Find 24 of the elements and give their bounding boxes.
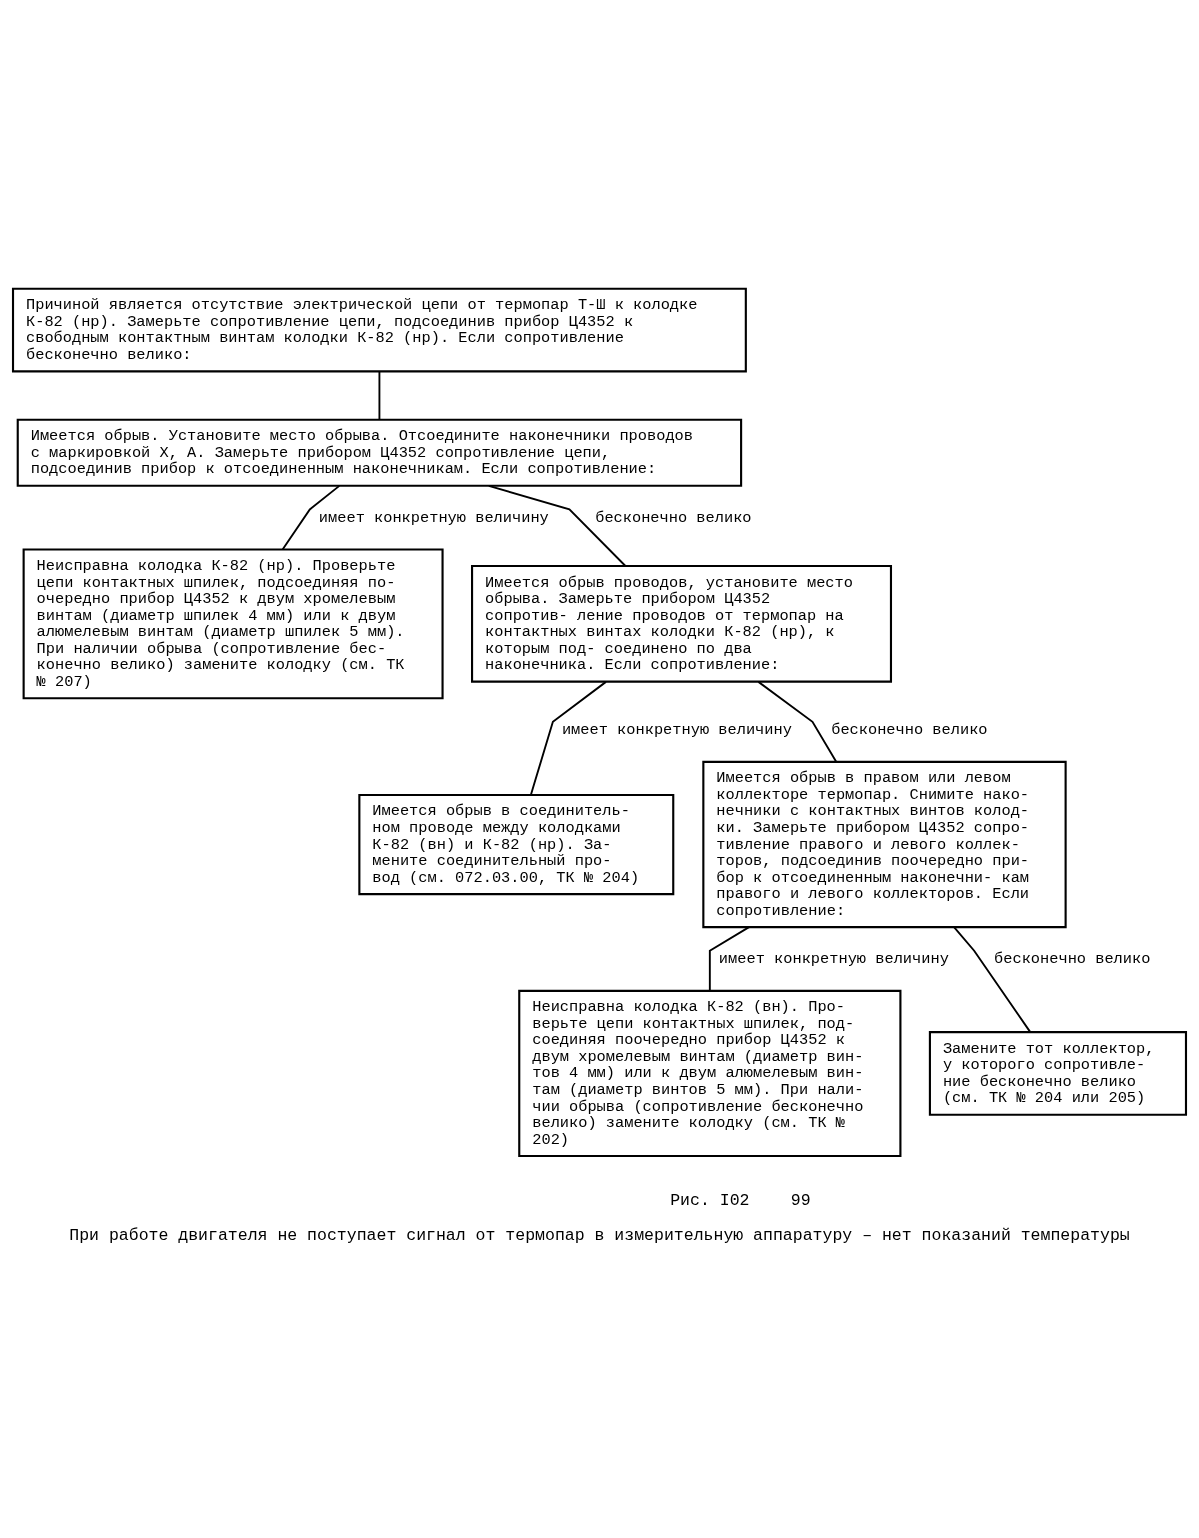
edge-label: бесконечно велико [994, 950, 1151, 968]
edge-label: имеет конкретную величину [561, 721, 792, 740]
node-box: Замените тот коллектор, у которого сопротивле- ние бесконечно велико (см. ТК № 204 или 205) [928, 1031, 1188, 1116]
node-box: Причиной является отсутствие электрической цепи от термопар Т-Ш к колодке К-82 (нр). Замерьте сопротивление цепи, подсоединив прибор Ц4352 к свободным контактным винтам колодки К-82 (нр). Если сопротивление бесконечно велико: [11, 287, 747, 373]
edge-label: бесконечно велико [831, 721, 988, 740]
connector [708, 926, 750, 992]
node-box: Имеется обрыв в правом или левом коллекторе термопар. Снимите нако- нечники с контактных винтов колод- ки. Замерьте прибором Ц4352 сопро- тивление правого и левого коллек- торов, подсоединив поочередно при- бор к отсоединенным наконечни- кам правого и левого коллекторов. Если сопротивление: [702, 760, 1067, 929]
node-box: Имеется обрыв. Установите место обрыва. Отсоедините наконечники проводов с маркировкой Х, А. Замерьте прибором Ц4352 сопротивление цепи, подсоединив прибор к отсоединенным наконечникам. Если сопротивление: [16, 418, 743, 487]
connector [757, 680, 837, 763]
node-box: Имеется обрыв проводов, установите место обрыва. Замерьте прибором Ц4352 сопротив- ление проводов от термопар на контактных винтах колодки К-82 (нр), к которым под- соединено по два наконечника. Если сопротивление: [471, 564, 893, 683]
connector [281, 484, 341, 551]
node-box: Неисправна колодка К-82 (вн). Про- верьте цепи контактных шпилек, под- соединяя поочередно прибор Ц4352 к двум хромелевым винтам (диаметр вин- тов 4 мм) или к двум алюмелевым вин- там (диаметр винтов 5 мм). При нали- чии обрыва (сопротивление бесконечно велико) замените колодку (см. ТК № 202) [518, 989, 902, 1158]
label: Рис. I02 [670, 1191, 750, 1211]
edge-label: имеет конкретную величину [718, 950, 949, 968]
caption: При работе двигателя не поступает сигнал от термопар в измерительную аппаратуру – нет показаний температуры [69, 1226, 1130, 1246]
connector [529, 680, 607, 796]
label: 99 [790, 1191, 811, 1211]
connector [953, 926, 1032, 1034]
connector [487, 484, 627, 567]
edge-label: бесконечно велико [595, 508, 752, 527]
edge-label: имеет конкретную величину [318, 508, 549, 527]
connector [378, 370, 381, 421]
node-box: Имеется обрыв в соединитель- ном проводе между колодками К-82 (вн) и К-82 (нр). За- мените соединительный про- вод (см. 072.03.00, ТК № 204) [358, 793, 675, 896]
node-box: Неисправна колодка К-82 (нр). Проверьте цепи контактных шпилек, подсоединяя по- очередно прибор Ц4352 к двум хромелевым винтам (диаметр шпилек 4 мм) или к двум алюмелевым винтам (диаметр шпилек 5 мм). При наличии обрыва (сопротивление бес- конечно велико) замените колодку (см. ТК № 207) [22, 548, 444, 700]
